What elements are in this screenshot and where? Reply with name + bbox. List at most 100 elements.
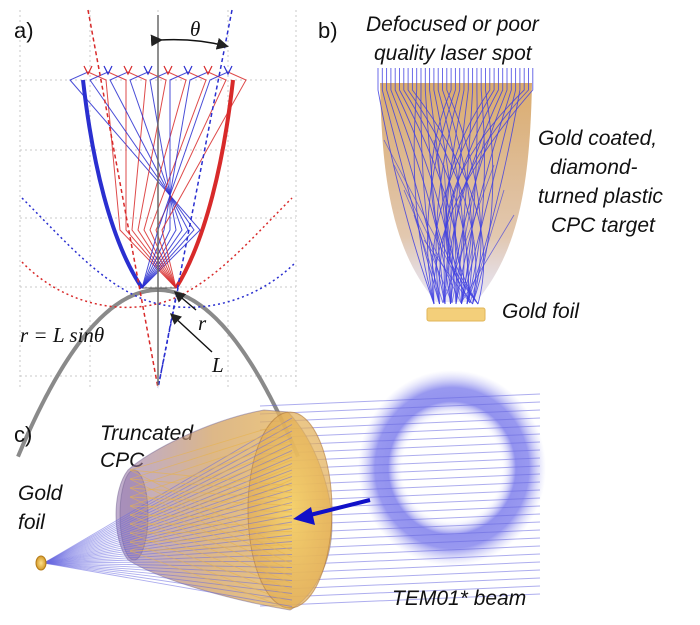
ray-blue <box>141 71 189 289</box>
reflected-ray <box>129 537 293 543</box>
reflected-ray <box>129 544 293 552</box>
cpc-caption-line2: diamond- <box>550 156 638 179</box>
ray-b-cross <box>443 164 453 304</box>
gold-foil-c <box>35 555 47 571</box>
focus-ray <box>43 443 293 564</box>
ray-arrow-marker <box>223 65 233 76</box>
ray-blue <box>141 71 229 289</box>
focus-ray <box>43 562 293 568</box>
incoming-ray <box>259 393 541 407</box>
focus-ray <box>43 562 293 575</box>
ray-b <box>450 68 469 305</box>
ray-arrow-marker <box>83 65 93 76</box>
reflected-ray <box>129 487 293 500</box>
ray-b <box>446 68 482 305</box>
ray-b <box>427 68 456 305</box>
ray-blue <box>69 71 201 289</box>
reflected-ray <box>129 541 293 604</box>
cpc-caption-line4: CPC target <box>551 214 656 237</box>
panel-b-rays <box>377 68 534 305</box>
ray-b <box>437 68 465 305</box>
tilted-parabola-blue <box>21 197 297 309</box>
laser-spot-caption-line1: Defocused or poor <box>366 13 540 36</box>
reflected-ray <box>129 478 293 558</box>
reflected-ray <box>129 505 293 578</box>
ray-red <box>155 71 227 289</box>
ray-b <box>466 68 485 305</box>
ray-arrow-marker <box>163 65 173 76</box>
reflected-ray <box>129 472 293 543</box>
beam-direction-arrowhead <box>293 507 315 525</box>
focus-ray <box>43 476 293 564</box>
panel-a: a) θ r L r = L sinθ <box>14 9 300 458</box>
ray-b-cross <box>393 164 462 304</box>
reflected-ray <box>129 496 293 571</box>
incident-ray-blue-dashed <box>157 9 233 389</box>
focus-ray <box>43 534 293 564</box>
focus-ray <box>43 463 293 564</box>
panel-c: c) Truncated CPC Gold foil TEM01* beam <box>14 370 546 611</box>
cpc-target-body <box>380 83 532 302</box>
panel-a-rays <box>69 9 247 389</box>
reflected-ray <box>129 459 293 525</box>
formula: r = L sinθ <box>20 323 104 347</box>
focus-ray <box>43 469 293 564</box>
focus-ray <box>43 560 293 564</box>
ray-red <box>143 71 187 289</box>
r-pointer <box>173 291 197 311</box>
ray-red <box>137 71 177 289</box>
reflected-ray <box>129 523 293 526</box>
ray-b-cross <box>423 239 471 304</box>
cpc-wall-blue <box>81 79 144 290</box>
ray-b <box>455 68 512 305</box>
reflected-ray <box>129 433 293 489</box>
ray-red <box>149 71 207 289</box>
ray-b <box>444 68 504 305</box>
reflected-ray <box>129 427 293 480</box>
theta-arc <box>150 34 229 50</box>
ray-arrow-marker <box>203 65 213 76</box>
focus-ray <box>43 456 293 564</box>
ray-b-cross <box>403 189 453 304</box>
focus-ray <box>43 562 293 601</box>
focus-ray <box>43 562 293 581</box>
ray-b <box>430 68 479 305</box>
ray-b-cross <box>442 189 455 304</box>
ray-b-cross <box>451 139 485 304</box>
reflected-ray <box>129 446 293 507</box>
ray-b-cross <box>413 214 444 304</box>
ray-blue <box>141 71 177 289</box>
reflected-ray <box>129 514 293 584</box>
ray-b <box>445 68 491 305</box>
ray-arrow-marker <box>103 65 113 76</box>
L-segment <box>157 287 179 389</box>
ray-b-cross <box>463 214 471 304</box>
panel-a-letter: a) <box>14 18 34 43</box>
reflected-ray <box>129 487 293 565</box>
focusing-rays <box>43 417 293 610</box>
reflected-ray <box>129 523 293 591</box>
ray-b-cross <box>460 239 475 304</box>
reflected-ray <box>129 532 293 597</box>
focus-ray <box>43 562 293 607</box>
ray-b <box>450 68 508 305</box>
ray-arrow-marker <box>143 65 153 76</box>
reflected-ray <box>129 420 293 471</box>
focus-ray <box>43 554 293 564</box>
reflected-ray <box>129 531 293 534</box>
panel-b: b) Defocused or poor quality laser spot … <box>318 13 663 323</box>
reflected-ray <box>129 514 293 519</box>
ray-blue <box>141 71 209 289</box>
incident-ray-red-dashed <box>87 9 159 389</box>
reflected-ray <box>129 505 293 513</box>
ray-b-cross <box>442 164 495 304</box>
r-label: r <box>198 311 207 335</box>
cpc-caption-line1: Gold coated, <box>538 127 657 150</box>
panel-c-letter: c) <box>14 422 32 447</box>
focus-ray <box>43 495 293 564</box>
reflected-ray <box>129 478 293 493</box>
ray-b <box>431 68 495 305</box>
tem01-ring <box>358 370 546 566</box>
reflected-ray <box>129 496 293 506</box>
